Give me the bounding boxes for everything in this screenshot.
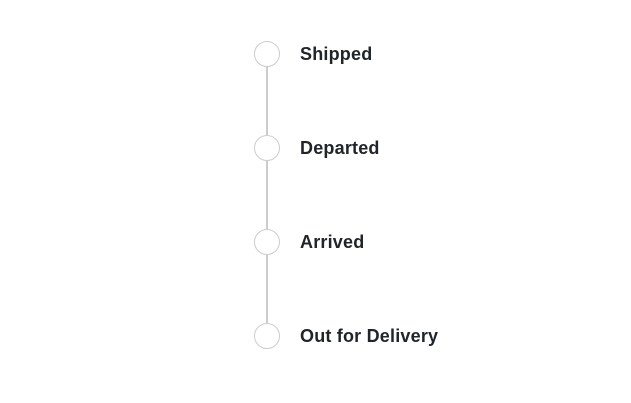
step-out-for-delivery: Out for Delivery — [254, 323, 438, 349]
step-connector-line — [266, 255, 268, 323]
step-circle-icon — [254, 41, 280, 67]
step-label: Departed — [300, 138, 380, 158]
step-circle-icon — [254, 323, 280, 349]
step-circle-icon — [254, 229, 280, 255]
step-label: Out for Delivery — [300, 326, 439, 346]
step-departed: Departed — [254, 135, 438, 229]
shipment-progress-stepper: Shipped Departed Arrived Out for Deliver… — [254, 41, 438, 349]
step-shipped: Shipped — [254, 41, 438, 135]
step-marker — [254, 323, 280, 349]
step-label: Shipped — [300, 44, 373, 64]
step-marker — [254, 41, 280, 135]
step-circle-icon — [254, 135, 280, 161]
step-connector-line — [266, 67, 268, 135]
step-arrived: Arrived — [254, 229, 438, 323]
step-marker — [254, 229, 280, 323]
step-connector-line — [266, 161, 268, 229]
step-label: Arrived — [300, 232, 365, 252]
step-marker — [254, 135, 280, 229]
